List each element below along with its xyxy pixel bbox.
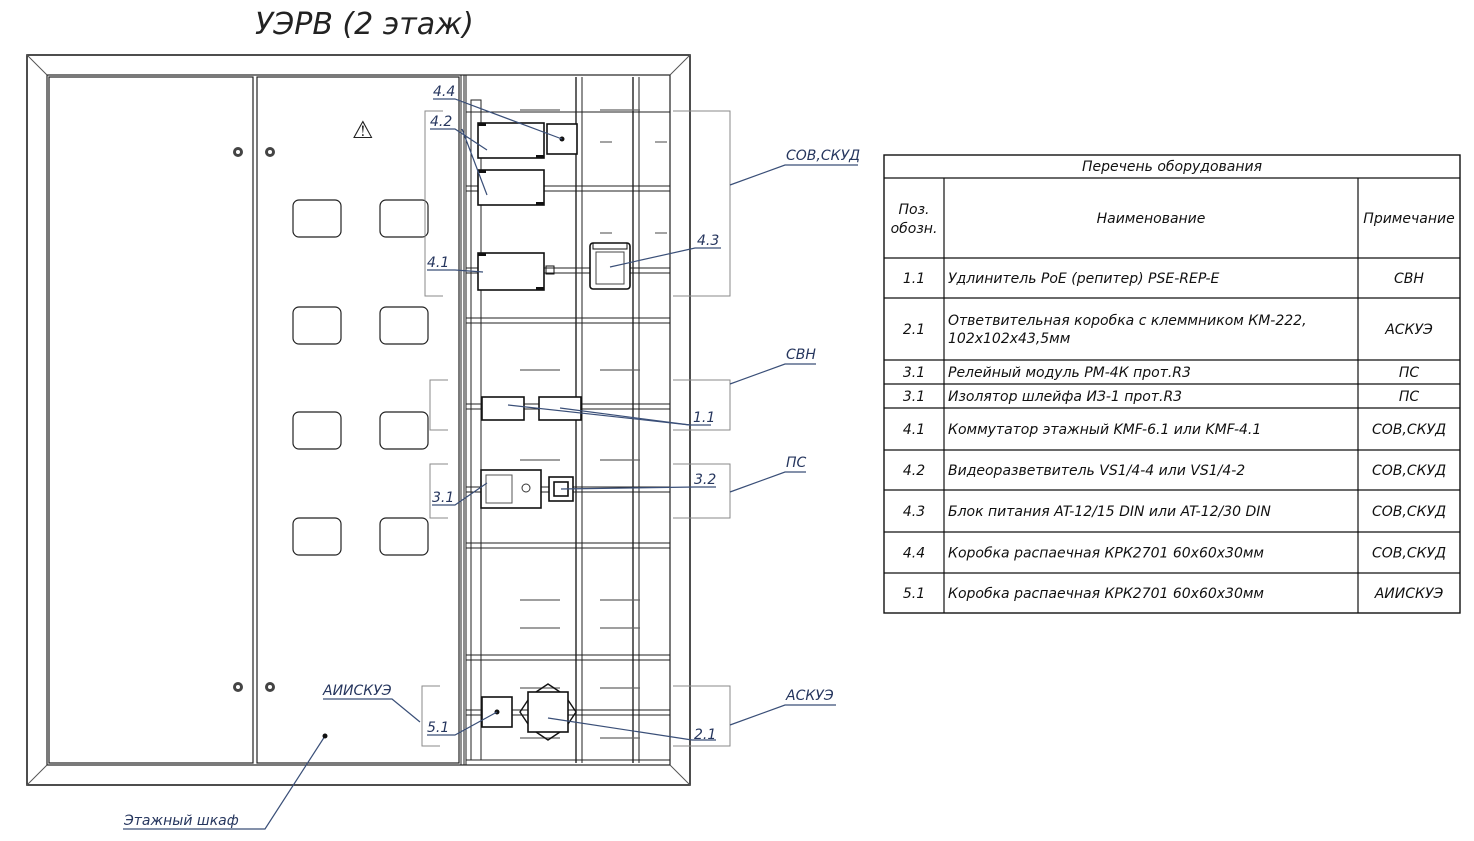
table-caption: Перечень оборудования xyxy=(1082,159,1262,175)
table-cell-pos: 3.1 xyxy=(903,365,925,381)
table-cell-note: СОВ,СКУД xyxy=(1372,422,1446,438)
door-hinge-icon xyxy=(233,147,275,692)
table-cell-note: АИИСКУЭ xyxy=(1374,586,1444,602)
table-cell-name: Изолятор шлейфа ИЗ-1 прот.R3 xyxy=(948,389,1182,405)
table-cell-name: Коммутатор этажный KMF-6.1 или KMF-4.1 xyxy=(948,422,1261,438)
header-pos-line2: обозн. xyxy=(891,221,938,237)
label-ps: ПС xyxy=(786,455,807,471)
device-4-1 xyxy=(477,252,555,291)
table-cell-note: СВН xyxy=(1394,271,1424,287)
cabinet-leader-dot xyxy=(322,733,328,739)
header-name: Наименование xyxy=(1097,211,1206,227)
table-cell-name: Коробка распаечная КРК2701 60х60х30мм xyxy=(948,546,1264,562)
table-cell-name: Релейный модуль РМ-4К прот.R3 xyxy=(948,365,1191,381)
table-cell-pos: 5.1 xyxy=(903,586,925,602)
equipment-table: Перечень оборудования Поз. обозн. Наимен… xyxy=(883,154,1461,614)
leader-lines xyxy=(123,98,858,830)
table-cell-pos: 4.4 xyxy=(903,546,925,562)
label-svn: СВН xyxy=(786,347,816,363)
device-4-3 xyxy=(589,242,631,290)
table-cell-name: Удлинитель PoE (репитер) PSE-REP-E xyxy=(948,271,1220,287)
table-cell-note: СОВ,СКУД xyxy=(1372,504,1446,520)
table-cell-name: Блок питания AT-12/15 DIN или AT-12/30 D… xyxy=(948,504,1271,520)
label-3-2: 3.2 xyxy=(694,472,716,488)
drawing-title: УЭРВ (2 этаж) xyxy=(255,7,474,42)
table-cell-note: ПС xyxy=(1399,389,1420,405)
rail-slots xyxy=(520,109,667,739)
table-cell-name: Коробка распаечная КРК2701 60х60х30мм xyxy=(948,586,1264,602)
label-5-1: 5.1 xyxy=(427,720,449,736)
label-cabinet: Этажный шкаф xyxy=(123,813,239,829)
table-cell-note: СОВ,СКУД xyxy=(1372,546,1446,562)
cabinet-doors: ⚠ xyxy=(48,76,460,764)
meter-windows xyxy=(292,199,429,556)
table-cell-pos: 4.2 xyxy=(903,463,925,479)
label-4-1: 4.1 xyxy=(427,255,449,271)
device-4-2 xyxy=(477,122,545,206)
header-note: Примечание xyxy=(1363,211,1454,227)
table-cell-pos: 2.1 xyxy=(903,322,925,338)
warning-triangle-icon: ⚠ xyxy=(352,116,374,144)
device-3-1 xyxy=(480,469,542,509)
label-2-1: 2.1 xyxy=(694,727,716,743)
label-4-3: 4.3 xyxy=(697,233,719,249)
cabinet-frame xyxy=(26,54,691,786)
table-cell-note: ПС xyxy=(1399,365,1420,381)
label-4-2: 4.2 xyxy=(430,114,452,130)
table-cell-pos: 1.1 xyxy=(903,271,925,287)
table-rows: 1.1 Удлинитель PoE (репитер) PSE-REP-E СВН… xyxy=(884,271,1460,602)
table-cell-note: СОВ,СКУД xyxy=(1372,463,1446,479)
label-1-1: 1.1 xyxy=(693,410,715,426)
table-cell-pos: 4.1 xyxy=(903,422,925,438)
label-aiiskue: АИИСКУЭ xyxy=(322,683,392,699)
label-3-1: 3.1 xyxy=(432,490,454,506)
table-cell-pos: 3.1 xyxy=(903,389,925,405)
group-brackets xyxy=(421,110,731,747)
table-cell-name-line2: 102x102x43,5мм xyxy=(948,331,1071,347)
label-4-4: 4.4 xyxy=(433,84,455,100)
header-pos-line1: Поз. xyxy=(899,202,930,218)
table-cell-note: АСКУЭ xyxy=(1384,322,1433,338)
label-sov-skud: СОВ,СКУД xyxy=(786,148,860,164)
table-cell-name: Ответвительная коробка с клеммником КМ-2… xyxy=(948,313,1307,329)
table-cell-name: Видеоразветвитель VS1/4-4 или VS1/4-2 xyxy=(948,463,1245,479)
table-cell-pos: 4.3 xyxy=(903,504,925,520)
label-askue: АСКУЭ xyxy=(785,688,834,704)
device-2-1 xyxy=(519,683,577,741)
position-labels: 4.4 4.2 4.1 4.3 1.1 3.1 3.2 5.1 2.1 СОВ,… xyxy=(123,84,860,829)
